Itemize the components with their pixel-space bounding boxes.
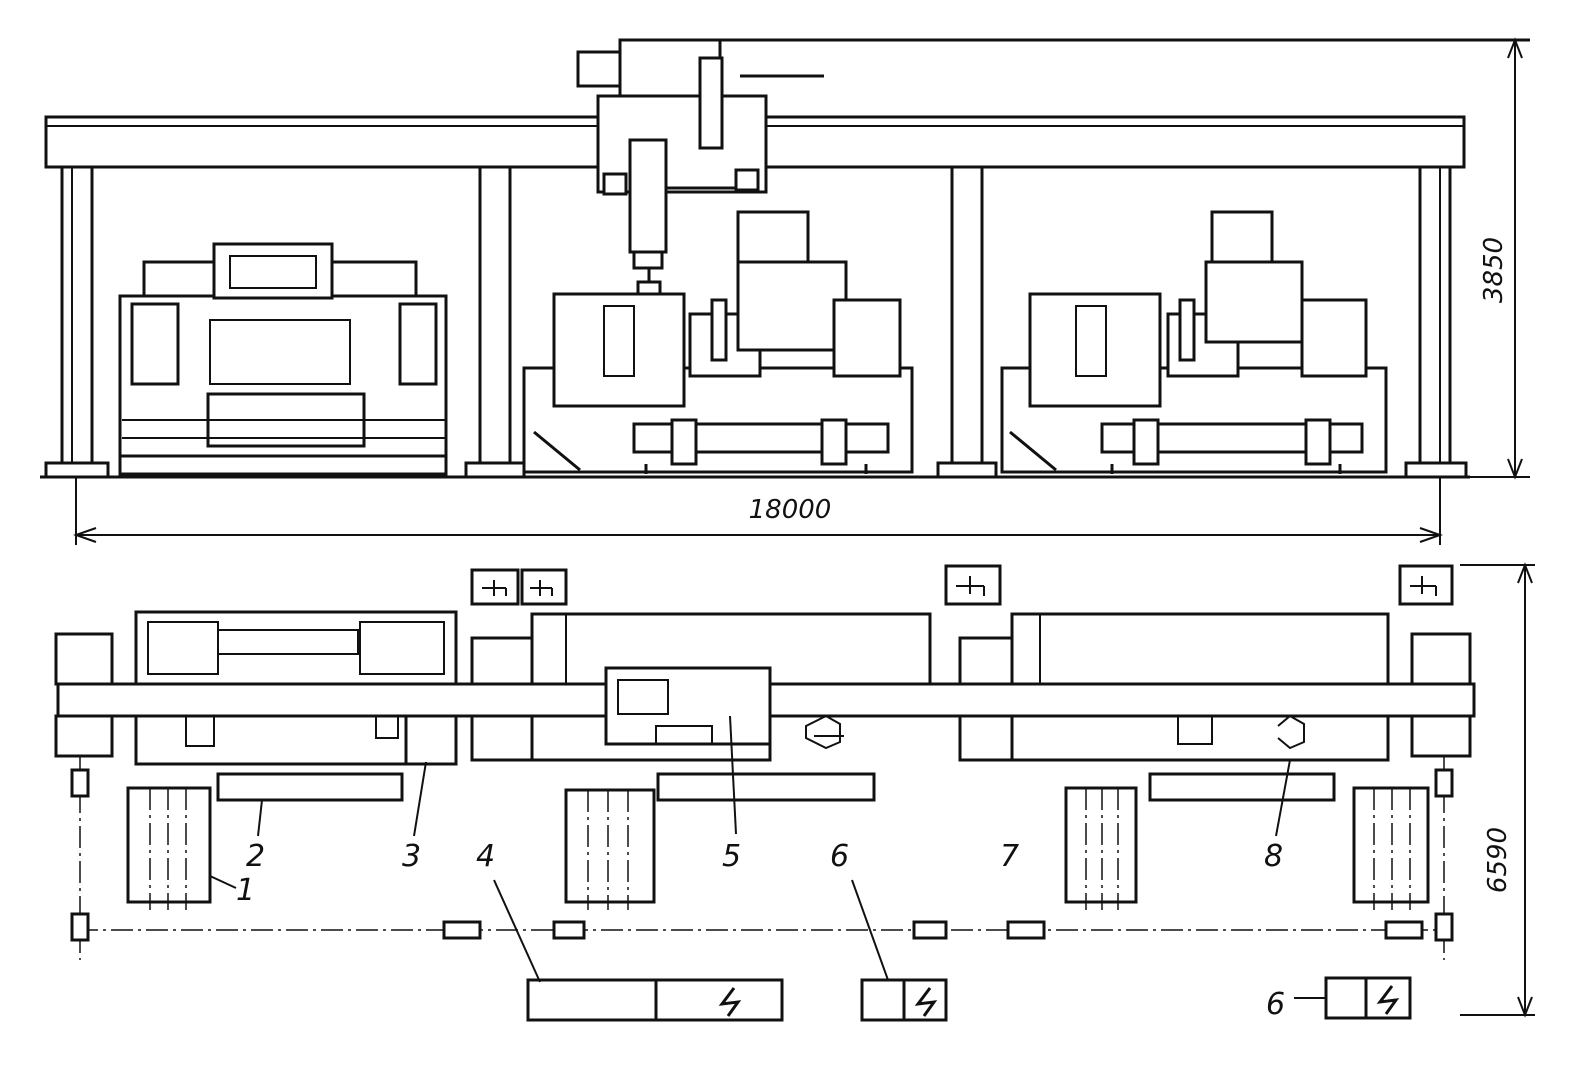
- gantry-carriage: [576, 38, 1530, 304]
- machine-c: [1000, 210, 1388, 474]
- callout-5: 5: [722, 839, 741, 874]
- callout-7: 7: [1000, 839, 1019, 874]
- machine-a-plan: [134, 610, 458, 766]
- sensor-7: [1006, 920, 1046, 940]
- callout-4: 4: [476, 839, 495, 874]
- end-support-right: [1410, 714, 1472, 758]
- callout-1: 1: [236, 873, 255, 908]
- sensor: [912, 920, 948, 940]
- end-support-left: [54, 632, 114, 686]
- control-cabinet-4: [526, 978, 784, 1022]
- end-support-right: [1410, 632, 1472, 686]
- tray-2: [216, 772, 404, 802]
- storage-rack: [564, 788, 656, 910]
- elevation-view: [40, 38, 1530, 479]
- callout-3: 3: [402, 839, 421, 874]
- plan-view: 1 2 3 4 5 6 7 8 6: [54, 564, 1476, 1022]
- electrical-cabinet-icon: [1376, 985, 1400, 1015]
- sensor: [552, 920, 586, 940]
- callout-6: 6: [830, 839, 849, 874]
- electrical-cabinet-icon: [718, 987, 742, 1017]
- callout-8: 8: [1264, 839, 1283, 874]
- storage-rack-1: [126, 786, 212, 910]
- tap-icon: [520, 568, 568, 606]
- machine-a: [118, 242, 448, 476]
- electrical-cabinet-icon: [914, 987, 938, 1017]
- leader-lines: [209, 715, 1326, 999]
- sensor: [1434, 768, 1454, 798]
- end-support-left: [54, 714, 114, 758]
- sensor: [1434, 912, 1454, 942]
- gantry-column-4: [1404, 165, 1468, 479]
- dimension-height-label: 3850: [1479, 237, 1509, 303]
- control-cabinet-6b: [1324, 976, 1412, 1020]
- callout-6: 6: [1266, 987, 1285, 1022]
- tap-icon: [944, 564, 1002, 606]
- dimension-length: 18000: [72, 477, 1444, 545]
- sensor: [70, 912, 90, 942]
- tray: [656, 772, 876, 802]
- dimension-width-label: 6590: [1483, 827, 1513, 893]
- storage-rack: [1352, 786, 1430, 910]
- gantry-column-3: [936, 165, 998, 479]
- dimension-height: 3850: [1470, 37, 1530, 480]
- machine-b: [522, 210, 914, 474]
- callout-2: 2: [246, 839, 265, 874]
- machine-c-plan: [958, 612, 1390, 762]
- tap-icon: [1398, 564, 1454, 606]
- sensor: [70, 768, 90, 798]
- gantry-column-1: [44, 165, 110, 479]
- dimension-length-label: 18000: [749, 495, 832, 525]
- dimension-width: 6590: [1460, 562, 1535, 1018]
- control-cabinet-6: [860, 978, 948, 1022]
- tap-icon: [470, 568, 520, 606]
- storage-rack: [1064, 786, 1138, 910]
- gantry-column-2: [464, 165, 526, 479]
- sensor: [1384, 920, 1424, 940]
- tray: [1148, 772, 1336, 802]
- sensor: [442, 920, 482, 940]
